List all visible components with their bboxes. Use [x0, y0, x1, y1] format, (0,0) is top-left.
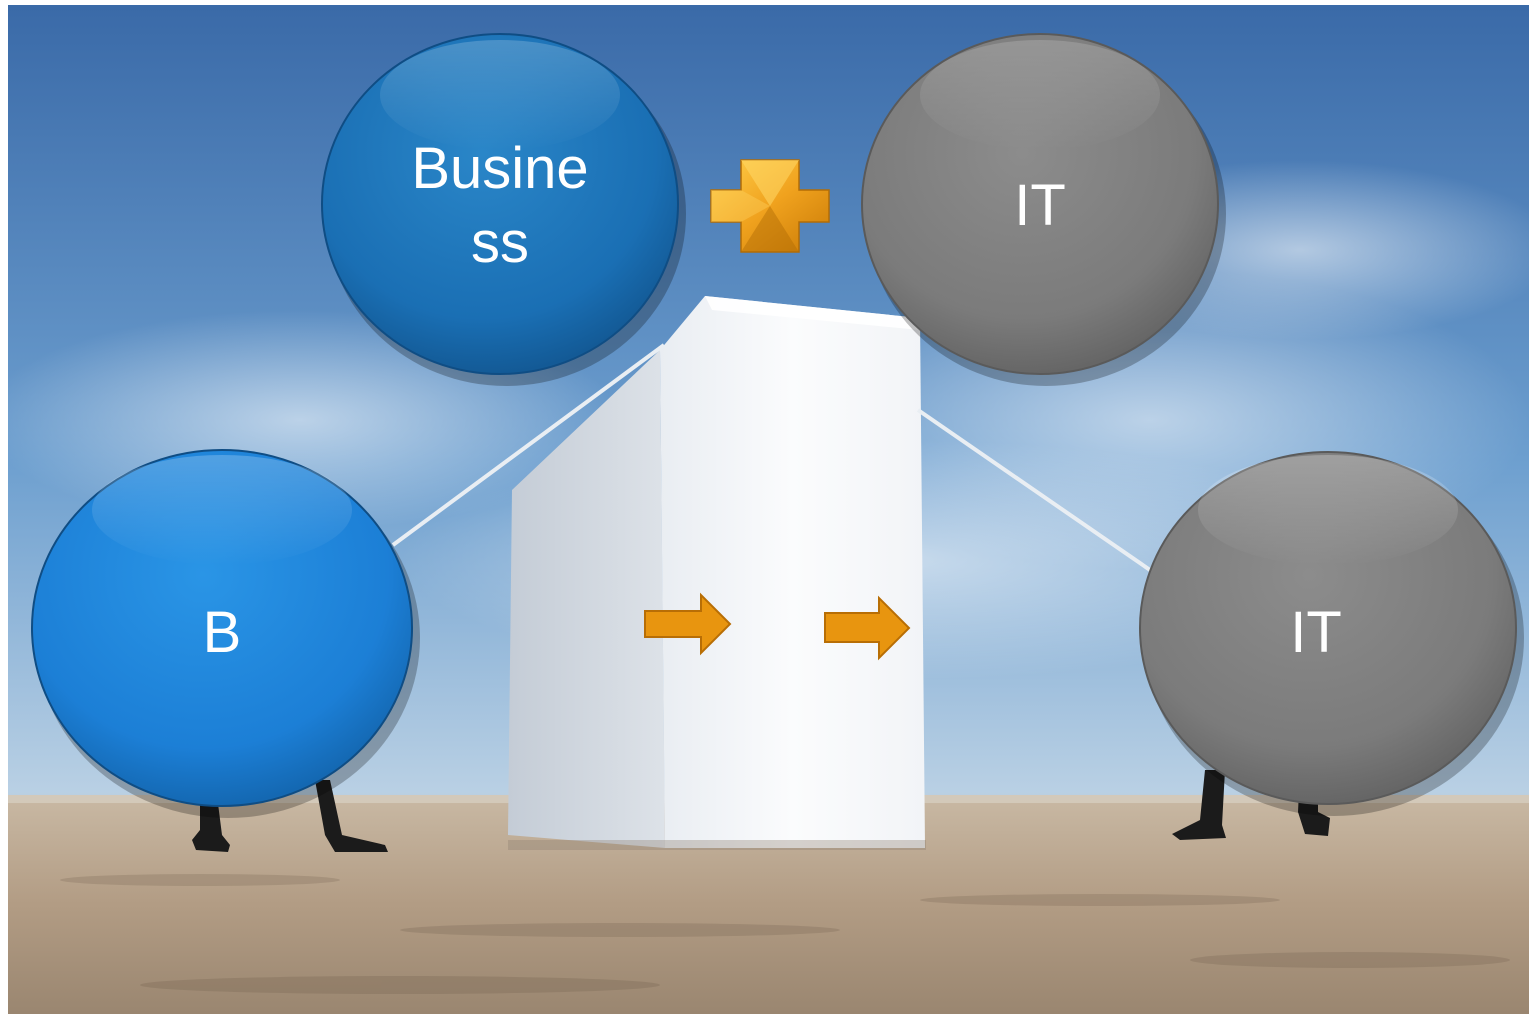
arrow-right-icon — [824, 595, 911, 661]
arrow-right-icon — [644, 592, 732, 656]
business-label-line1: Busine — [411, 136, 588, 201]
b-label: B — [203, 600, 242, 665]
business-bubble: Busine ss — [321, 33, 686, 386]
plus-icon — [710, 159, 830, 253]
it-right-label: IT — [1290, 600, 1342, 665]
business-label-line2: ss — [471, 210, 529, 275]
white-block — [508, 296, 926, 850]
left-rope — [391, 343, 666, 547]
it-top-label: IT — [1014, 173, 1066, 238]
it-top-bubble: IT — [861, 33, 1226, 386]
it-right-bubble: IT — [1139, 451, 1524, 816]
right-rope — [916, 408, 1152, 572]
b-bubble: B — [31, 449, 420, 818]
